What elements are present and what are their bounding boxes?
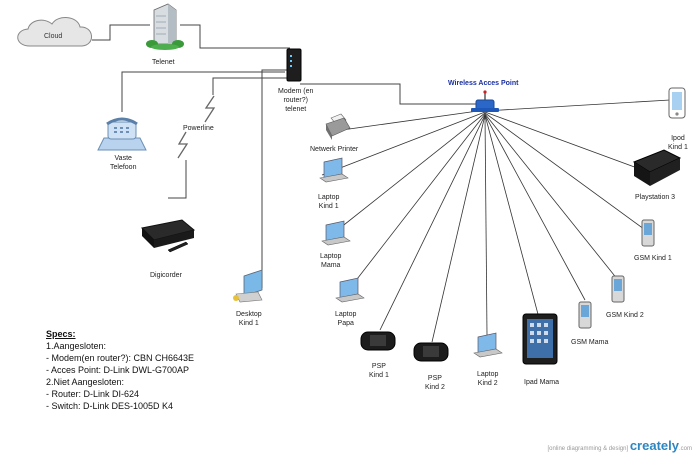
specs-line: - Modem(en router?): CBN CH6643E bbox=[46, 353, 195, 363]
psp-kind1-label: PSP Kind 1 bbox=[369, 363, 389, 379]
wire-powerline-digicorder bbox=[168, 160, 187, 199]
creately-watermark: [online diagramming & design] creately.c… bbox=[547, 438, 692, 453]
cloud-label: Cloud bbox=[44, 33, 63, 40]
laptop-papa-label: Laptop Papa bbox=[335, 311, 357, 327]
laptop-icon bbox=[319, 157, 349, 183]
specs-line: - Switch: D-Link DES-1005D K4 bbox=[46, 401, 174, 411]
telenet-label: Telenet bbox=[152, 59, 175, 66]
playstation-label: Playstation 3 bbox=[635, 194, 676, 201]
wire-telenet-modem bbox=[180, 24, 290, 49]
tablet-icon bbox=[522, 313, 558, 365]
gsm-mama-label: GSM Mama bbox=[571, 339, 609, 346]
wired-connections bbox=[92, 24, 478, 288]
printer-label: Netwerk Printer bbox=[310, 146, 359, 153]
powerline-bolt-icon bbox=[177, 95, 216, 159]
access-point-icon bbox=[471, 90, 499, 112]
wire-modem-powerline-a bbox=[212, 77, 290, 95]
watermark-note: [online diagramming & design] bbox=[547, 446, 629, 452]
modem-icon bbox=[286, 48, 302, 82]
mobile-phone-icon bbox=[641, 219, 655, 247]
laptop-icon bbox=[335, 277, 365, 303]
laptop-icon bbox=[473, 332, 503, 358]
psp-icon bbox=[413, 342, 449, 362]
mobile-phone-icon bbox=[611, 275, 625, 303]
gsm-kind2-label: GSM Kind 2 bbox=[606, 312, 644, 319]
cloud-icon bbox=[17, 17, 92, 47]
phone-icon bbox=[97, 117, 147, 151]
game-console-icon bbox=[632, 149, 682, 186]
specs-line: 2.Niet Aangesloten: bbox=[46, 377, 125, 387]
psp-icon bbox=[360, 331, 396, 351]
desktop-computer-icon bbox=[233, 269, 263, 303]
digicorder-icon bbox=[140, 219, 196, 253]
laptop-mama-label: Laptop Mama bbox=[320, 253, 342, 269]
wireless-connections bbox=[321, 99, 671, 343]
modem-label: Modem (en router?) telenet bbox=[278, 88, 314, 113]
psp-kind2-label: PSP Kind 2 bbox=[425, 375, 445, 391]
laptop-kind2-label: Laptop Kind 2 bbox=[477, 371, 499, 387]
desktop-label: Desktop Kind 1 bbox=[236, 311, 262, 327]
digicorder-label: Digicorder bbox=[150, 272, 182, 279]
access-point-label: Wireless Acces Point bbox=[448, 80, 519, 87]
ipad-label: Ipad Mama bbox=[524, 379, 560, 386]
wire-modem-phone bbox=[121, 71, 285, 112]
specs-block: Specs: 1.Aangesloten: - Modem(en router?… bbox=[46, 328, 194, 412]
powerline-label: Powerline bbox=[183, 125, 214, 132]
ipod-label: Ipod Kind 1 bbox=[668, 135, 688, 151]
wire-modem-desktop bbox=[261, 69, 291, 288]
building-icon bbox=[146, 3, 184, 50]
laptop-kind1-label: Laptop Kind 1 bbox=[318, 194, 340, 210]
ipod-icon bbox=[668, 87, 686, 119]
specs-title: Specs: bbox=[46, 329, 76, 339]
specs-line: - Router: D-Link DI-624 bbox=[46, 389, 140, 399]
specs-line: - Acces Point: D-Link DWL-G700AP bbox=[46, 365, 190, 375]
phone-label: Vaste Telefoon bbox=[110, 155, 137, 171]
wire-modem-ap bbox=[300, 83, 478, 105]
mobile-phone-icon bbox=[578, 301, 592, 329]
gsm-kind1-label: GSM Kind 1 bbox=[634, 255, 672, 262]
wire-cloud-telenet bbox=[92, 24, 150, 41]
printer-icon bbox=[325, 113, 351, 140]
watermark-brand: creately bbox=[629, 438, 679, 453]
watermark-suffix: .com bbox=[678, 446, 692, 452]
specs-line: 1.Aangesloten: bbox=[46, 341, 107, 351]
laptop-icon bbox=[321, 220, 351, 246]
